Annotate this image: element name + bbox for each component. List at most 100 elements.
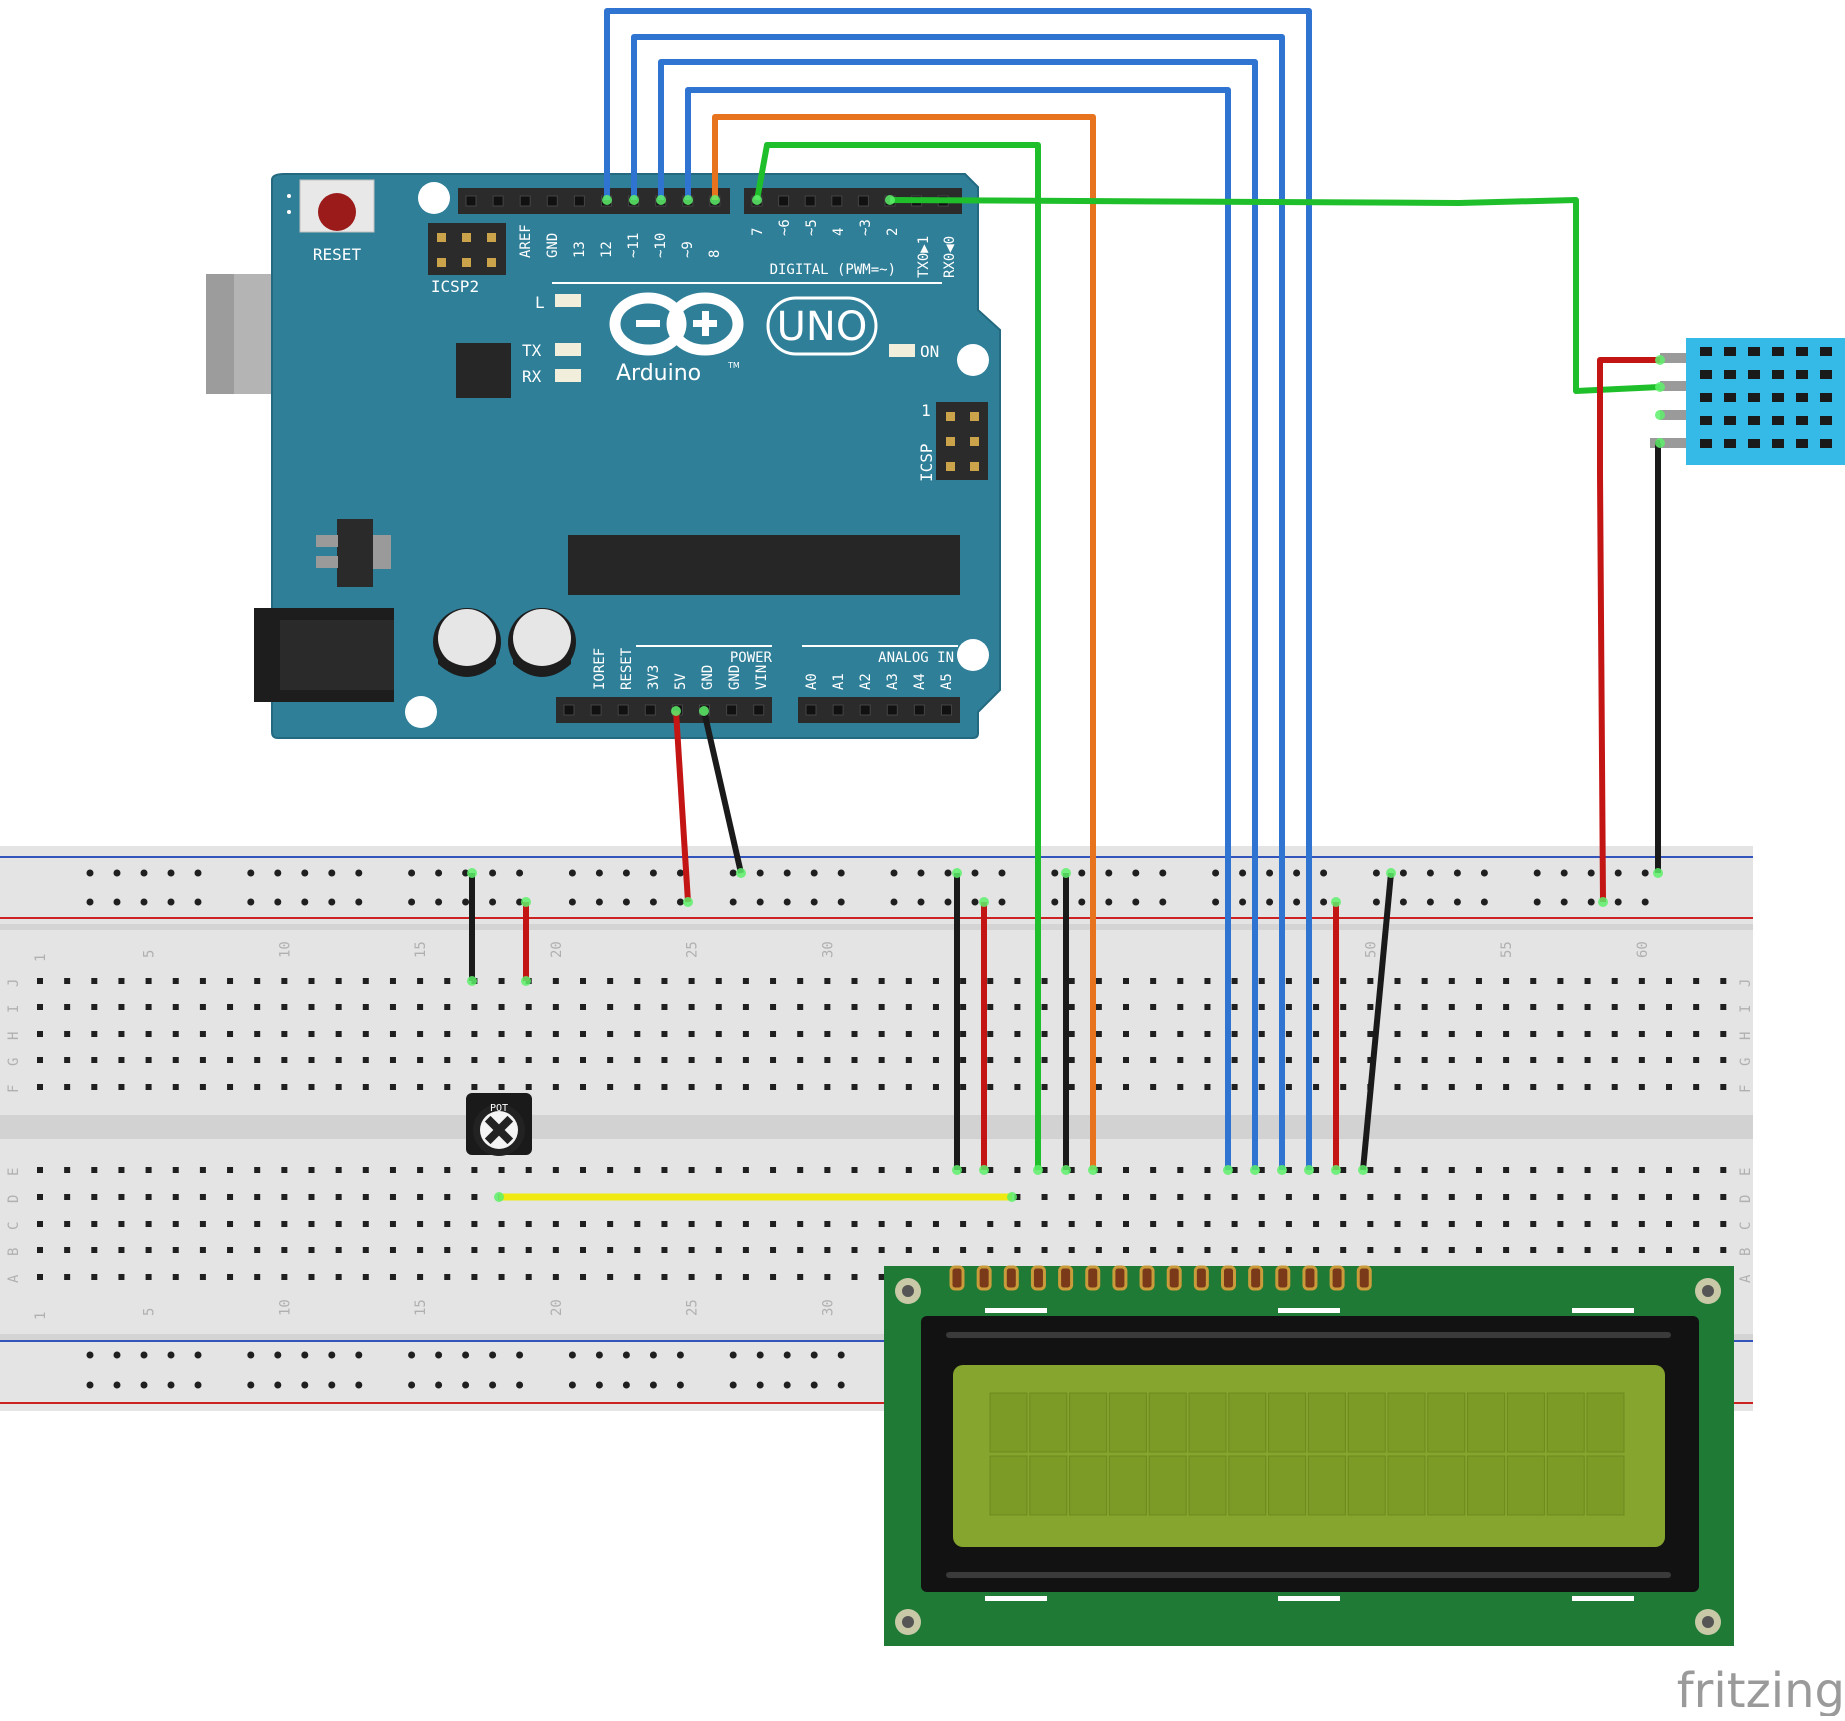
breadboard-hole <box>797 1084 804 1090</box>
breadboard-hole <box>444 1194 451 1200</box>
breadboard-hole <box>1150 1247 1157 1253</box>
breadboard-hole <box>688 1167 695 1173</box>
rail-hole <box>810 1351 818 1359</box>
breadboard-hole <box>1123 1031 1129 1037</box>
breadboard-hole <box>661 1221 668 1227</box>
breadboard-hole <box>1611 1194 1618 1200</box>
pin-label: 2 <box>885 228 901 236</box>
breadboard-hole <box>1611 1031 1618 1037</box>
row-letter: D <box>1738 1195 1754 1203</box>
wire-endpoint <box>1655 438 1665 448</box>
breadboard-hole <box>1367 1194 1374 1200</box>
pin-label: A1 <box>831 673 847 690</box>
breadboard-hole <box>227 978 234 984</box>
breadboard-hole <box>1584 1031 1591 1037</box>
sensor-pin <box>1650 438 1690 448</box>
breadboard-hole <box>688 1247 695 1253</box>
breadboard-hole <box>64 1084 71 1090</box>
breadboard-hole <box>715 1247 722 1253</box>
column-number: 10 <box>277 941 293 958</box>
breadboard-hole <box>1421 1247 1428 1253</box>
breadboard-hole <box>91 1057 98 1063</box>
wire-endpoint <box>699 706 709 716</box>
header-pin <box>805 704 817 716</box>
lcd-character-cell <box>1188 1455 1227 1516</box>
potentiometer: POT <box>466 1093 532 1156</box>
lcd-pin <box>1302 1265 1318 1291</box>
breadboard-hole <box>905 1004 912 1010</box>
breadboard-hole <box>1258 1194 1265 1200</box>
breadboard-hole <box>91 1194 98 1200</box>
breadboard-hole <box>1258 1031 1265 1037</box>
wire-blue-pin12 <box>604 8 1312 1170</box>
breadboard-hole <box>1231 1194 1238 1200</box>
breadboard-hole <box>1150 1167 1157 1173</box>
rail-hole <box>1560 898 1568 906</box>
breadboard-hole <box>1068 1221 1075 1227</box>
breadboard-hole <box>1557 1194 1564 1200</box>
lcd-character-cell <box>1546 1455 1585 1516</box>
rail-hole <box>971 898 979 906</box>
breadboard-hole <box>742 1274 749 1280</box>
breadboard-hole <box>1313 1247 1320 1253</box>
rail-hole <box>837 869 845 877</box>
header-pin <box>946 437 955 446</box>
breadboard-hole <box>471 1247 478 1253</box>
rail-hole <box>1159 898 1167 906</box>
capacitor-stripe <box>438 652 496 677</box>
breadboard-hole <box>770 1057 777 1063</box>
breadboard-hole <box>1123 1194 1129 1200</box>
column-number: 5 <box>142 950 158 958</box>
wire-endpoint <box>1033 1165 1043 1175</box>
breadboard-hole <box>37 1194 43 1200</box>
wire-endpoint <box>494 1192 504 1202</box>
header-pin <box>941 704 952 716</box>
breadboard-hole <box>145 978 152 984</box>
lcd-clip <box>1278 1596 1340 1601</box>
breadboard-hole <box>1258 1057 1265 1063</box>
wire-endpoint <box>1655 410 1665 420</box>
header-pin <box>563 704 575 716</box>
breadboard-hole <box>1068 1031 1075 1037</box>
lcd-character-cell <box>1148 1392 1187 1453</box>
rail-hole <box>274 1381 282 1389</box>
reset-button-cap[interactable] <box>318 193 356 231</box>
breadboard-hole <box>1177 978 1184 984</box>
breadboard-hole <box>770 1167 777 1173</box>
breadboard-hole <box>552 1004 559 1010</box>
breadboard-hole <box>1693 1221 1700 1227</box>
lcd-pin <box>1275 1265 1291 1291</box>
rail-hole <box>1399 898 1407 906</box>
breadboard-hole <box>417 1084 424 1090</box>
breadboard-hole <box>1611 1057 1618 1063</box>
rail-hole <box>435 1351 443 1359</box>
rail-hole <box>568 898 576 906</box>
row-letter: A <box>1738 1274 1754 1283</box>
breadboard-hole <box>607 1084 614 1090</box>
breadboard-hole <box>1095 1167 1102 1173</box>
led-l-label: L <box>535 293 545 312</box>
rail-hole <box>1159 869 1167 877</box>
breadboard-hole <box>1421 1221 1428 1227</box>
row-letter: H <box>1738 1032 1754 1040</box>
wire-endpoint <box>885 195 895 205</box>
breadboard-hole <box>1693 1004 1700 1010</box>
breadboard-hole <box>444 1247 451 1253</box>
breadboard-hole <box>118 978 125 984</box>
header-pin <box>644 704 656 716</box>
breadboard-hole <box>1638 1031 1645 1037</box>
breadboard-hole <box>308 1247 315 1253</box>
wire-endpoint <box>1007 1192 1017 1202</box>
breadboard-hole <box>227 1084 234 1090</box>
breadboard-hole <box>607 1274 614 1280</box>
breadboard-hole <box>227 1274 234 1280</box>
breadboard-hole <box>960 1057 967 1063</box>
breadboard-hole <box>932 1167 939 1173</box>
breadboard-hole <box>64 1031 71 1037</box>
sensor-grille-hole <box>1772 370 1784 379</box>
breadboard-hole <box>199 1167 206 1173</box>
breadboard-hole <box>91 1031 98 1037</box>
lcd-character-cell <box>1307 1455 1346 1516</box>
breadboard-hole <box>1448 1004 1455 1010</box>
